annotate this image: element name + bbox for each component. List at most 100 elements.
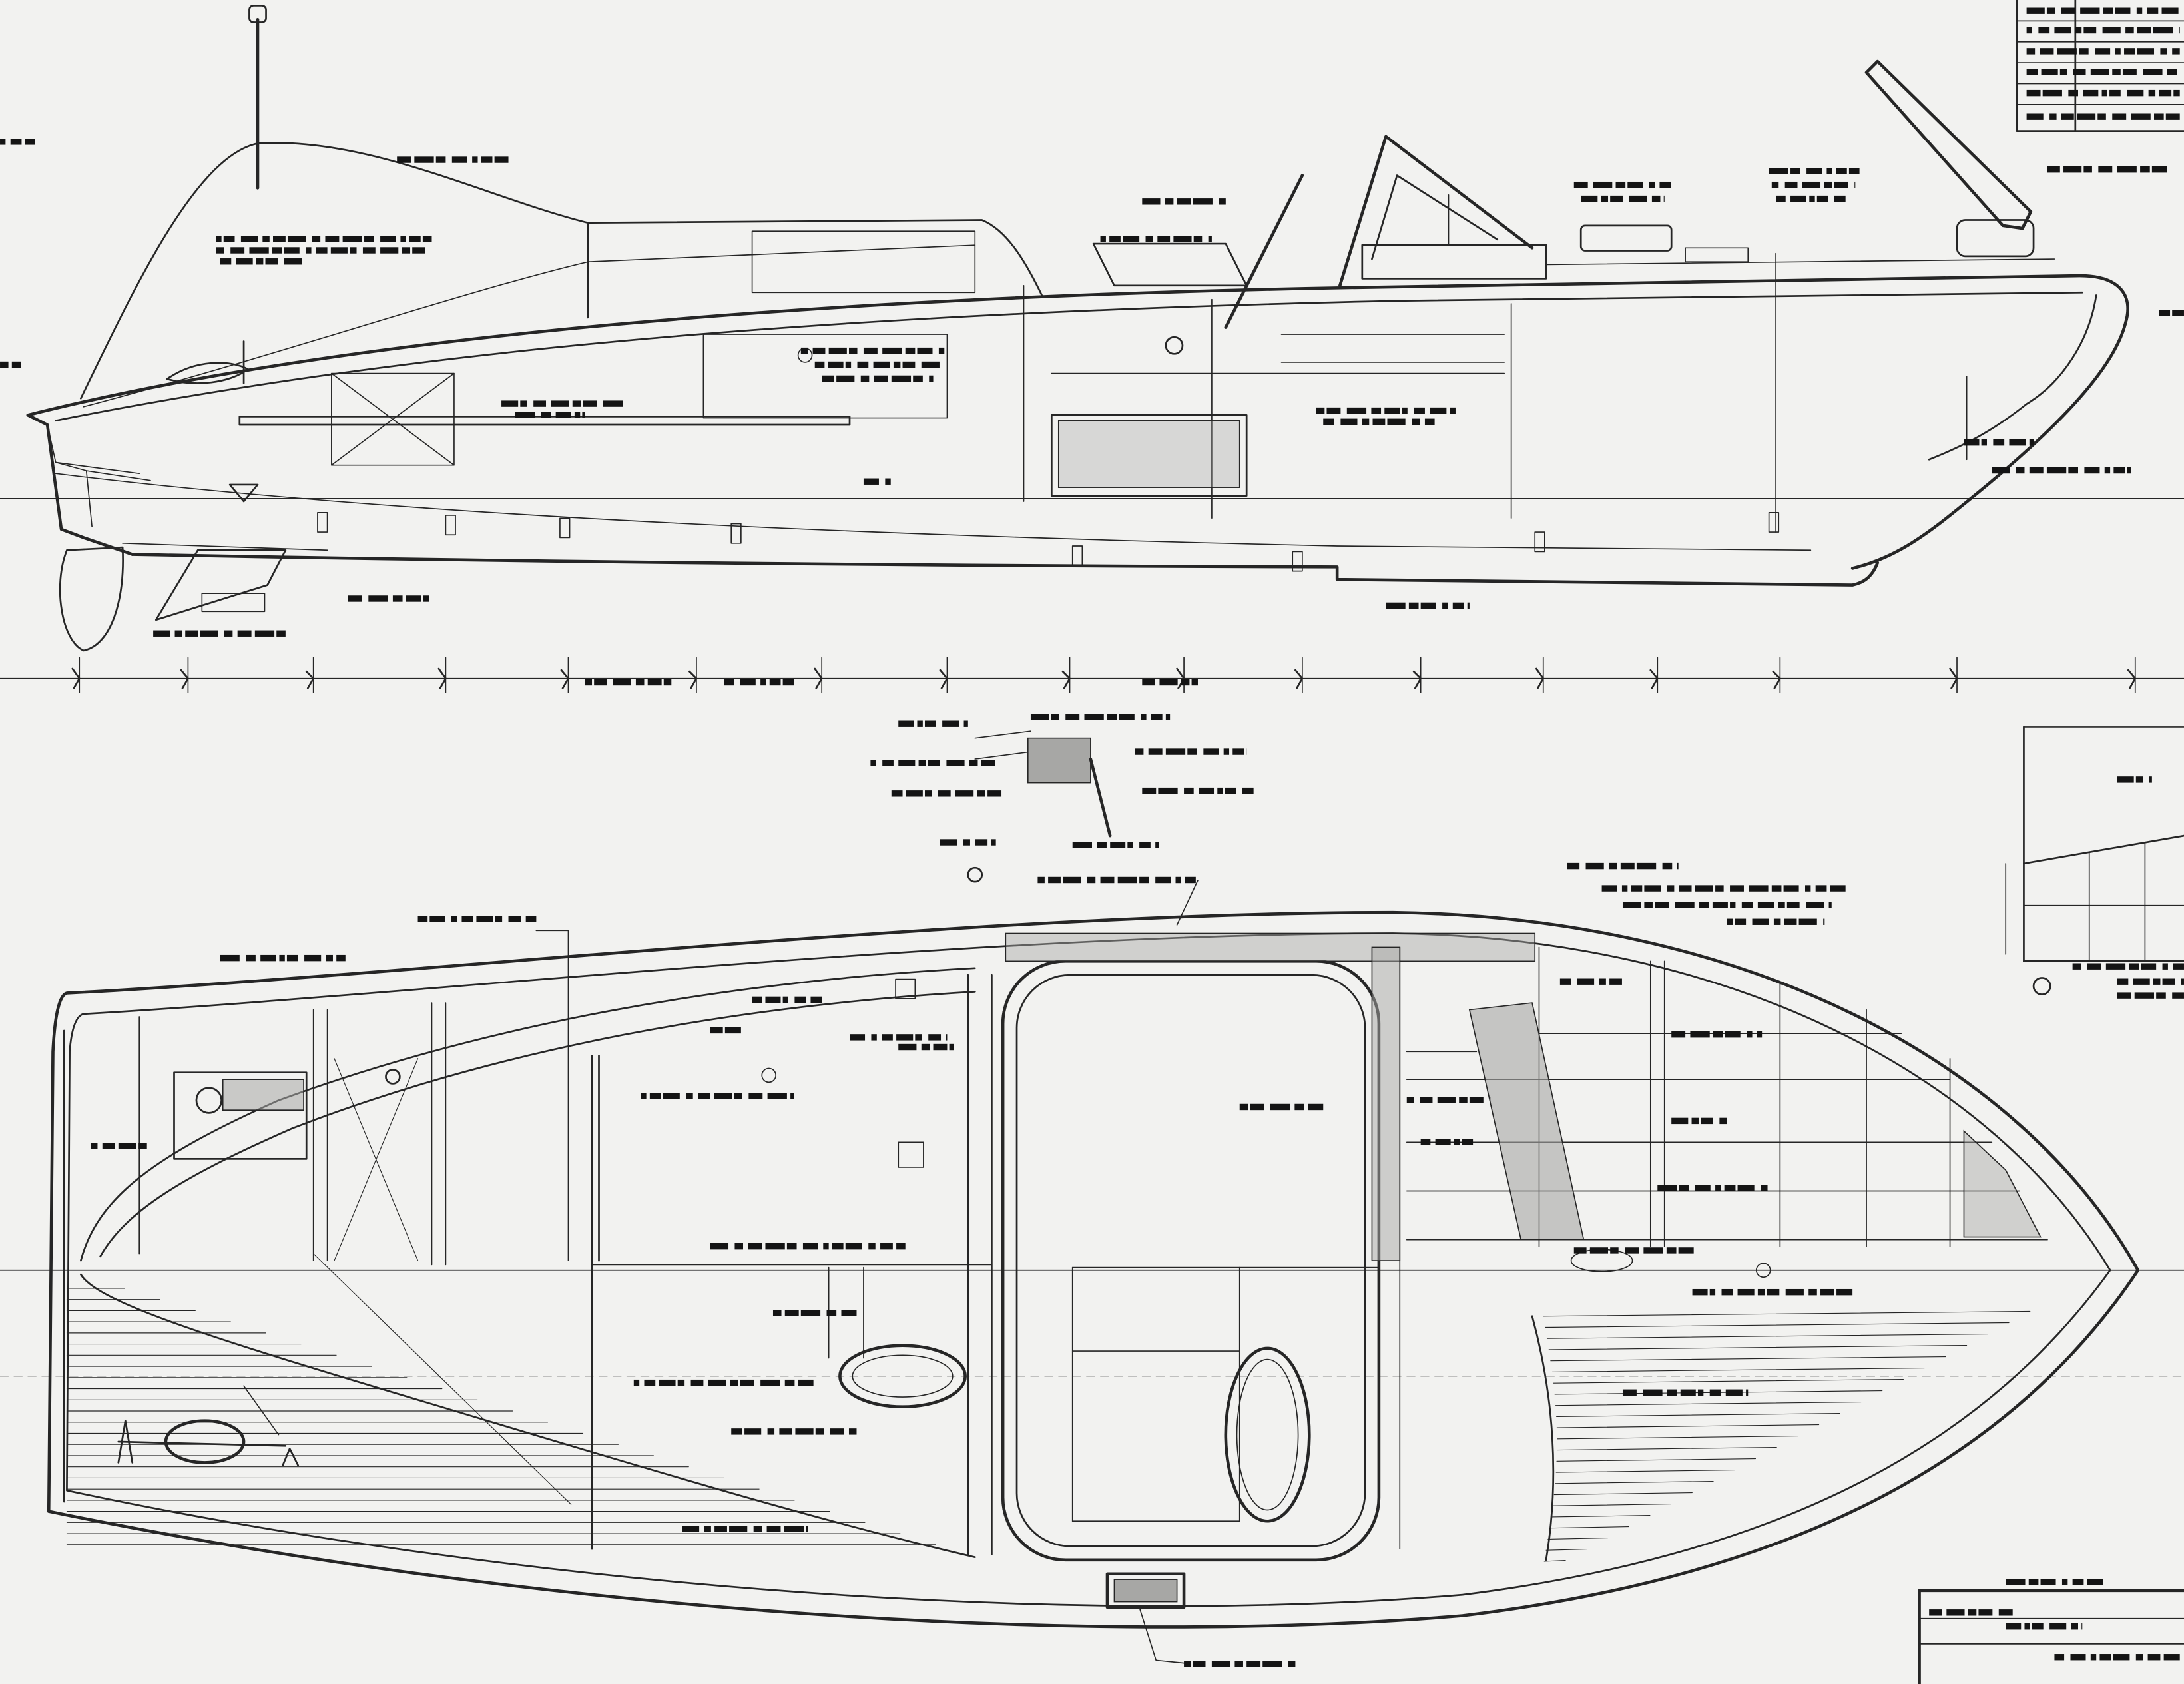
annotation-dash (710, 1027, 723, 1034)
annotation-dash (2068, 89, 2079, 97)
annotation-dash (1678, 1247, 1694, 1254)
illegible-annotation (1776, 195, 1846, 202)
annotation-dash (1173, 236, 1192, 242)
annotation-dash (874, 375, 888, 382)
annotation-dash (915, 1034, 922, 1041)
annotation-dash (613, 679, 631, 686)
annotation-dash (1784, 181, 1798, 188)
annotation-dash (938, 347, 945, 354)
annotation-dash (508, 916, 521, 922)
annotation-dash (1239, 1103, 1248, 1111)
annotation-dash (400, 236, 406, 242)
annotation-dash (0, 361, 9, 368)
annotation-dash (1097, 842, 1107, 848)
annotation-dash (1420, 1097, 1433, 1103)
annotation-dash (2063, 166, 2082, 173)
annotation-dash (1199, 787, 1215, 794)
annotation-dash (397, 156, 411, 163)
annotation-dash (2112, 113, 2127, 120)
annotation-dash (826, 1310, 837, 1316)
illegible-annotation (2026, 113, 2180, 120)
annotation-dash (714, 1093, 732, 1099)
annotation-dash (1577, 978, 1595, 985)
annotation-dash (118, 1143, 137, 1149)
annotation-dash (1294, 1103, 1305, 1111)
illegible-annotation (1727, 918, 1825, 925)
annotation-dash (752, 996, 762, 1003)
annotation-dash (647, 679, 662, 686)
deck-plank (1556, 1446, 1777, 1451)
annotation-dash (1621, 885, 1628, 892)
illegible-annotation (153, 630, 286, 637)
annotation-dash (272, 247, 282, 254)
annotation-dash (977, 790, 985, 797)
annotation-dash (2167, 69, 2177, 75)
annotation-dash (782, 679, 794, 686)
annotation-dash (956, 790, 974, 797)
annotation-dash (1242, 787, 1254, 794)
boom-strut (1224, 174, 1304, 329)
annotation-dash (740, 679, 756, 686)
leader-line (535, 930, 569, 1261)
illegible-annotation (397, 156, 509, 163)
annotation-dash (1699, 902, 1709, 908)
annotation-dash (806, 1526, 808, 1532)
annotation-dash (1072, 842, 1092, 848)
annotation-dash (1165, 198, 1174, 205)
annotation-dash (2040, 48, 2054, 55)
annotation-dash (1757, 1288, 1765, 1296)
stern-fitting-circle (195, 1087, 222, 1114)
annotation-dash (1316, 407, 1325, 414)
annotation-dash (2117, 776, 2134, 783)
annotation-dash (1667, 1389, 1677, 1396)
illegible-annotation (633, 1379, 814, 1386)
diagonal-beam (1468, 1002, 1585, 1241)
annotation-dash (2068, 467, 2079, 474)
annotation-dash (1785, 1288, 1804, 1296)
annotation-dash (753, 1526, 762, 1532)
annotation-dash (265, 258, 278, 265)
annotation-dash (200, 630, 218, 637)
annotation-dash (921, 1043, 930, 1051)
annotation-dash (1107, 714, 1117, 720)
annotation-dash (784, 1379, 795, 1386)
illegible-annotation (682, 1526, 808, 1532)
annotation-dash (555, 412, 571, 418)
dashboard-block (1371, 946, 1401, 1261)
annotation-dash (2149, 776, 2152, 783)
station-tick (1949, 657, 1958, 693)
annotation-dash (2024, 1623, 2030, 1630)
annotation-dash (928, 1034, 942, 1041)
annotation-dash (857, 361, 869, 368)
station-tick (1535, 657, 1545, 693)
annotation-dash (905, 347, 916, 354)
profile-view (0, 5, 2184, 693)
annotation-dash (2156, 992, 2166, 999)
annotation-dash (1677, 862, 1679, 870)
annotation-dash (2173, 963, 2184, 970)
annotation-dash (744, 1428, 762, 1435)
annotation-dash (933, 1043, 948, 1051)
deck-plank (1551, 1515, 1651, 1518)
section-cut-line (1089, 757, 1112, 838)
annotation-dash (541, 412, 551, 418)
illegible-annotation (731, 1428, 857, 1435)
illegible-annotation (1929, 1609, 2013, 1616)
annotation-dash (946, 1034, 948, 1041)
deck-plank (1547, 1538, 1609, 1540)
illegible-annotation (348, 595, 429, 602)
annotation-dash (913, 375, 923, 382)
annotation-dash (769, 679, 781, 686)
annotation-dash (2127, 467, 2131, 474)
engine-block (1050, 414, 1248, 497)
annotation-dash (1100, 876, 1115, 884)
deck-plank (1556, 1424, 1820, 1428)
illegible-annotation (822, 375, 934, 382)
annotation-dash (2117, 166, 2137, 173)
annotation-dash (1609, 862, 1617, 870)
deck-plank (1557, 1435, 1798, 1440)
annotation-dash (2101, 89, 2107, 97)
section-arrow-right (282, 1448, 300, 1466)
deck-plank (1556, 1458, 1757, 1462)
annotation-dash (1573, 1247, 1587, 1254)
